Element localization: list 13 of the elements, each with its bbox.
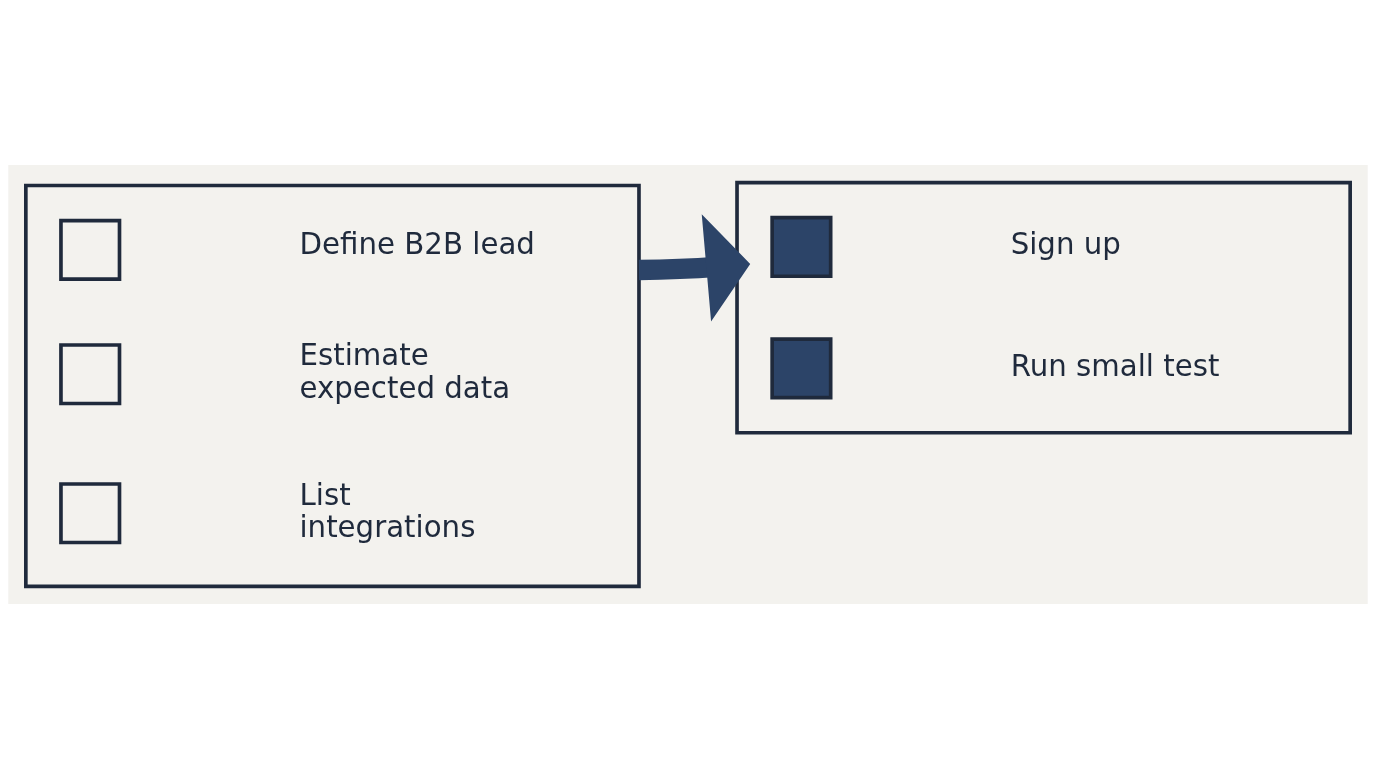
node-checkmark — [770, 215, 833, 278]
node-text: Run small test — [1010, 348, 1220, 383]
cluster — [24, 183, 641, 588]
node-box — [59, 342, 122, 405]
arrow — [638, 213, 751, 321]
node-text: Sign up — [1010, 226, 1121, 261]
cluster — [735, 180, 1352, 435]
node-checkmark — [770, 336, 833, 399]
node-box — [59, 481, 122, 544]
node-text: List integrations — [299, 476, 476, 544]
node-text: Estimate expected data — [299, 337, 511, 405]
node-text: Define B2B lead — [299, 226, 535, 261]
node-box — [59, 218, 122, 281]
